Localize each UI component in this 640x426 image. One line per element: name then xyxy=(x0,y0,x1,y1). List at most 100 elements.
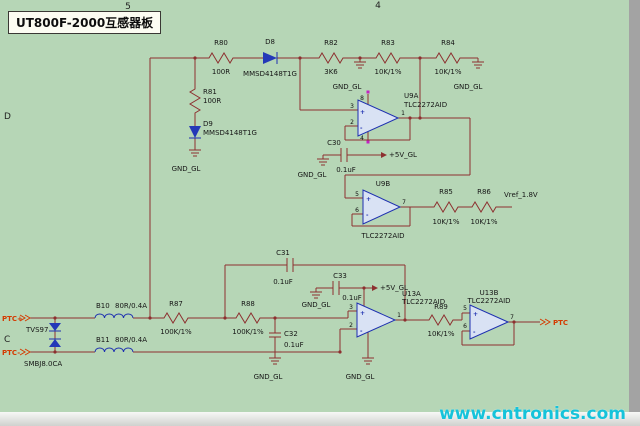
label-c30-value: 0.1uF xyxy=(336,166,356,174)
label-u13a-value: TLC2272AID xyxy=(401,298,445,306)
label-d9-ref: D9 xyxy=(203,120,213,128)
grid-label-c: C xyxy=(4,335,10,345)
resistor-r81-symbol xyxy=(189,85,201,117)
label-r83-value: 10K/1% xyxy=(375,68,402,76)
opamp-u9b-symbol xyxy=(362,189,402,225)
label-r87-value: 100K/1% xyxy=(160,328,192,336)
resistor-r86-symbol xyxy=(468,201,500,213)
label-c33-ref: C33 xyxy=(333,272,347,280)
bead-b10-symbol xyxy=(94,313,134,319)
resistor-r87-symbol xyxy=(160,312,192,324)
label-u13a-pin2: 2 xyxy=(349,322,353,329)
tvs97-triangle-top xyxy=(49,323,61,331)
label-r80-value: 100R xyxy=(212,68,230,76)
resistor-r80-symbol xyxy=(205,52,237,64)
label-gnd-c30: GND_GL xyxy=(298,171,327,179)
bottom-border-strip xyxy=(0,412,640,426)
resistor-r82-symbol xyxy=(315,52,347,64)
label-u9b-pin6: 6 xyxy=(355,207,359,214)
opamp-u13a-symbol xyxy=(356,302,397,338)
diode-d8-symbol xyxy=(255,52,285,64)
label-b10-ref: B10 xyxy=(96,302,110,310)
label-u9b-pin5: 5 xyxy=(355,191,359,198)
label-r82-ref: R82 xyxy=(324,39,338,47)
wire-segments xyxy=(30,57,540,358)
label-u13b-pin6: 6 xyxy=(463,323,467,330)
u13a-plus-sign: + xyxy=(360,310,365,317)
u9b-plus-sign: + xyxy=(366,196,371,203)
label-c32-value: 0.1uF xyxy=(284,341,304,349)
label-ptc-out: PTC xyxy=(553,319,568,327)
tvs-tvs97-symbol xyxy=(49,323,61,347)
schematic-title: UT800F-2000互感器板 xyxy=(8,11,162,34)
label-r85-value: 10K/1% xyxy=(433,218,460,226)
label-vcc-c30: +5V_GL xyxy=(389,151,417,159)
capacitor-c33-symbol xyxy=(332,281,340,295)
label-u9b-ref: U9B xyxy=(376,180,391,188)
label-r86-ref: R86 xyxy=(477,188,491,196)
label-ptc-minus: PTC- xyxy=(2,349,20,357)
label-u9a-ref: U9A xyxy=(404,92,419,100)
label-r89-ref: R89 xyxy=(434,303,448,311)
u9b-minus-sign: - xyxy=(366,212,369,219)
label-vref: Vref_1.8V xyxy=(504,191,538,199)
port-chevron-ptc-minus xyxy=(19,348,31,356)
capacitor-c32-symbol xyxy=(269,332,281,338)
label-u9b-value: TLC2272AID xyxy=(360,232,404,240)
label-c31-value: 0.1uF xyxy=(273,278,293,286)
opamp-u9a-symbol xyxy=(357,99,400,137)
label-d9-value: MMSD4148T1G xyxy=(203,129,257,137)
label-r82-value: 3K6 xyxy=(324,68,338,76)
d8-triangle xyxy=(263,52,277,64)
label-u13b-pin5: 5 xyxy=(463,305,467,312)
label-r81-value: 100R xyxy=(203,97,221,105)
label-r84-value: 10K/1% xyxy=(435,68,462,76)
u9a-minus-sign: - xyxy=(360,125,363,132)
label-tvs97-value: SMBJ8.0CA xyxy=(24,360,62,368)
resistor-r85-symbol xyxy=(430,201,462,213)
grid-label-d: D xyxy=(4,112,11,122)
resistor-r89-symbol xyxy=(425,314,457,326)
label-r80-ref: R80 xyxy=(214,39,228,47)
label-u13a-pin3: 3 xyxy=(349,304,353,311)
label-u9a-pin2: 2 xyxy=(350,119,354,126)
label-b11-value: 80R/0.4A xyxy=(115,336,147,344)
label-gnd-divider: GND_GL xyxy=(333,83,362,91)
bead-b11-symbol xyxy=(94,347,134,353)
grid-label-4: 4 xyxy=(375,1,381,11)
net-marker-u9a-bottom xyxy=(366,140,370,144)
capacitor-c30-symbol xyxy=(340,148,348,162)
label-r88-value: 100K/1% xyxy=(232,328,264,336)
label-u9a-pin4: 4 xyxy=(360,135,364,142)
label-r83-ref: R83 xyxy=(381,39,395,47)
vcc-arrow-c33 xyxy=(372,285,378,291)
label-gnd-u13a: GND_GL xyxy=(346,373,375,381)
u13a-minus-sign: - xyxy=(360,328,363,335)
label-r81-ref: R81 xyxy=(203,88,217,96)
label-r88-ref: R88 xyxy=(241,300,255,308)
label-c33-value: 0.1uF xyxy=(342,294,362,302)
label-vcc-c33: +5V_GL xyxy=(380,284,408,292)
u13b-plus-sign: + xyxy=(473,311,478,318)
label-d8-value: MMSD4148T1G xyxy=(243,70,297,78)
label-gnd-c32: GND_GL xyxy=(254,373,283,381)
port-chevron-ptc-plus xyxy=(19,314,31,322)
label-u13a-pin1: 1 xyxy=(397,312,401,319)
label-u13a-ref: U13A xyxy=(402,290,421,298)
label-gnd-r84: GND_GL xyxy=(454,83,483,91)
resistor-r84-symbol xyxy=(432,52,464,64)
ground-symbols xyxy=(189,61,484,365)
capacitor-c31-symbol xyxy=(286,258,294,272)
label-u9b-pin7: 7 xyxy=(402,199,406,206)
watermark-text: www.cntronics.com xyxy=(439,404,626,424)
label-gnd-c33: GND_GL xyxy=(302,301,331,309)
label-u13b-pin7: 7 xyxy=(510,314,514,321)
resistor-r88-symbol xyxy=(232,312,264,324)
label-r85-ref: R85 xyxy=(439,188,453,196)
label-tvs97-ref: TVS97 xyxy=(25,326,48,334)
label-c30-ref: C30 xyxy=(327,139,341,147)
label-gnd-d9: GND_GL xyxy=(172,165,201,173)
label-u13b-ref: U13B xyxy=(480,289,499,297)
